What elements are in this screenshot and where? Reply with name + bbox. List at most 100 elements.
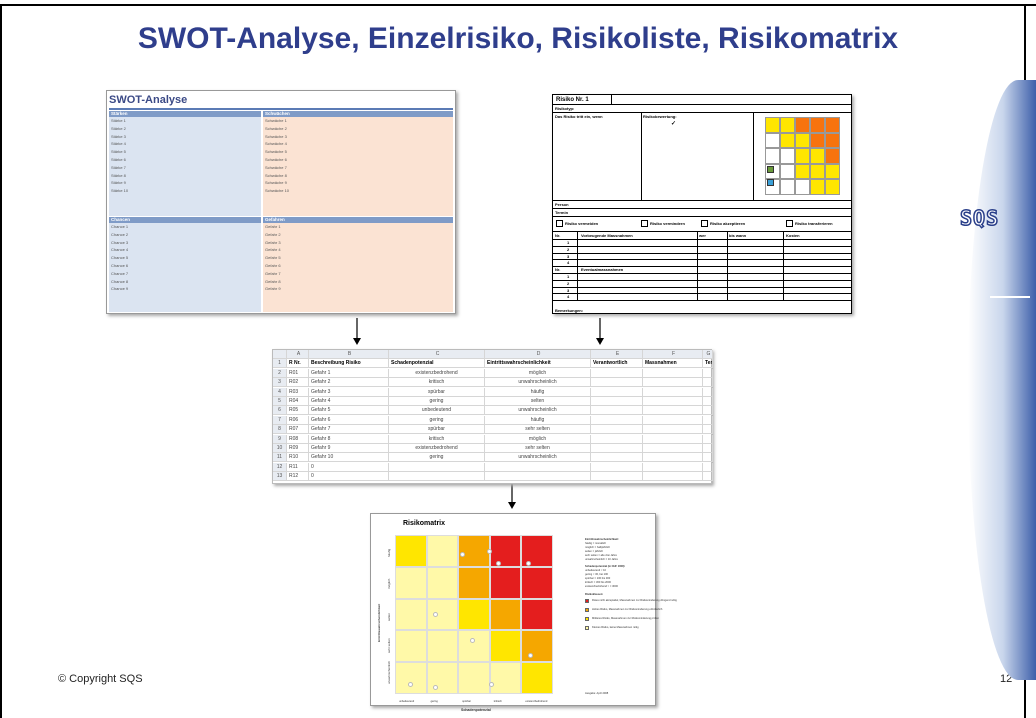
table-cell[interactable]: spürbar (389, 387, 485, 397)
table-cell[interactable] (485, 462, 591, 472)
table-cell[interactable]: R11 (287, 462, 309, 472)
table-cell[interactable] (643, 378, 703, 388)
table-cell[interactable]: Gefahr 9 (309, 444, 389, 453)
table-cell[interactable] (591, 368, 643, 378)
table-cell[interactable]: existenzbedrohend (389, 444, 485, 453)
table-cell[interactable]: existenzbedrohend (389, 368, 485, 378)
table-cell[interactable] (591, 425, 643, 435)
table-cell[interactable] (703, 425, 713, 435)
table-cell[interactable]: Gefahr 2 (309, 378, 389, 388)
table-cell[interactable]: sehr selten (485, 425, 591, 435)
table-cell[interactable]: unbedeutend (389, 406, 485, 416)
table-cell[interactable] (591, 453, 643, 463)
table-cell[interactable] (703, 453, 713, 463)
table-cell[interactable] (703, 397, 713, 406)
table-cell[interactable] (389, 472, 485, 482)
table-cell[interactable]: R08 (287, 434, 309, 444)
table-cell[interactable] (643, 472, 703, 482)
table-cell[interactable]: R02 (287, 378, 309, 388)
table-cell[interactable]: Gefahr 4 (309, 397, 389, 406)
table-cell[interactable]: unwahrscheinlich (485, 453, 591, 463)
column-header[interactable]: Termin (703, 359, 713, 369)
table-cell[interactable] (591, 406, 643, 416)
table-cell[interactable] (703, 378, 713, 388)
table-cell[interactable]: kritisch (389, 434, 485, 444)
table-cell[interactable]: gering (389, 397, 485, 406)
table-cell[interactable] (591, 462, 643, 472)
table-cell[interactable]: Gefahr 6 (309, 415, 389, 425)
table-cell[interactable]: 0 (309, 462, 389, 472)
risk-condition-label: Das Risiko tritt ein, wenn (555, 114, 603, 119)
table-cell[interactable] (643, 425, 703, 435)
row-number: 2 (273, 368, 287, 378)
quadrant-item: Gefahr 9 (265, 286, 281, 292)
table-cell[interactable] (591, 387, 643, 397)
checkbox-accept[interactable] (701, 220, 708, 227)
table-cell[interactable]: möglich (485, 368, 591, 378)
table-cell[interactable] (591, 472, 643, 482)
table-cell[interactable]: R10 (287, 453, 309, 463)
table-cell[interactable] (643, 397, 703, 406)
table-cell[interactable]: spürbar (389, 425, 485, 435)
table-cell[interactable] (703, 406, 713, 416)
checkbox-avoid[interactable] (556, 220, 563, 227)
table-cell[interactable]: R07 (287, 425, 309, 435)
table-cell[interactable] (643, 368, 703, 378)
table-cell[interactable] (643, 453, 703, 463)
table-cell[interactable] (591, 434, 643, 444)
table-cell[interactable] (591, 397, 643, 406)
column-header[interactable]: Beschreibung Risiko (309, 359, 389, 369)
column-header[interactable]: Schadenpotenzial (389, 359, 485, 369)
table-cell[interactable]: sehr selten (485, 444, 591, 453)
table-cell[interactable]: 0 (309, 472, 389, 482)
column-header[interactable]: R Nr. (287, 359, 309, 369)
table-cell[interactable] (703, 444, 713, 453)
table-cell[interactable]: R04 (287, 397, 309, 406)
table-cell[interactable] (643, 415, 703, 425)
table-cell[interactable] (643, 462, 703, 472)
table-cell[interactable]: R12 (287, 472, 309, 482)
table-cell[interactable] (703, 415, 713, 425)
table-cell[interactable] (703, 368, 713, 378)
table-cell[interactable] (703, 472, 713, 482)
checkbox-reduce[interactable] (641, 220, 648, 227)
table-cell[interactable]: selten (485, 397, 591, 406)
table-cell[interactable] (643, 434, 703, 444)
table-cell[interactable] (643, 387, 703, 397)
table-cell[interactable]: gering (389, 453, 485, 463)
table-cell[interactable]: Gefahr 8 (309, 434, 389, 444)
table-cell[interactable]: Gefahr 10 (309, 453, 389, 463)
table-cell[interactable]: R01 (287, 368, 309, 378)
table-cell[interactable] (389, 462, 485, 472)
table-cell[interactable] (703, 462, 713, 472)
table-cell[interactable]: Gefahr 3 (309, 387, 389, 397)
table-cell[interactable] (643, 406, 703, 416)
table-cell[interactable] (703, 387, 713, 397)
table-cell[interactable]: häufig (485, 387, 591, 397)
table-cell[interactable]: möglich (485, 434, 591, 444)
table-cell[interactable] (591, 378, 643, 388)
table-cell[interactable]: R05 (287, 406, 309, 416)
column-header[interactable]: Massnahmen (643, 359, 703, 369)
column-header[interactable]: Eintrittswahrscheinlichkeit (485, 359, 591, 369)
column-header[interactable]: Verantwortlich (591, 359, 643, 369)
table-cell[interactable]: gering (389, 415, 485, 425)
quadrant-item: Stärke 4 (111, 141, 126, 147)
table-cell[interactable]: Gefahr 5 (309, 406, 389, 416)
table-cell[interactable]: Gefahr 7 (309, 425, 389, 435)
table-cell[interactable]: häufig (485, 415, 591, 425)
table-cell[interactable] (703, 434, 713, 444)
checkbox-transfer[interactable] (786, 220, 793, 227)
table-cell[interactable]: unwahrscheinlich (485, 378, 591, 388)
table-cell[interactable]: unwahrscheinlich (485, 406, 591, 416)
table-cell[interactable]: Gefahr 1 (309, 368, 389, 378)
sheet-row-line (553, 245, 851, 247)
table-cell[interactable]: R09 (287, 444, 309, 453)
table-cell[interactable] (643, 444, 703, 453)
table-cell[interactable]: R06 (287, 415, 309, 425)
table-cell[interactable] (485, 472, 591, 482)
table-cell[interactable] (591, 444, 643, 453)
table-cell[interactable] (591, 415, 643, 425)
table-cell[interactable]: kritisch (389, 378, 485, 388)
table-cell[interactable]: R03 (287, 387, 309, 397)
